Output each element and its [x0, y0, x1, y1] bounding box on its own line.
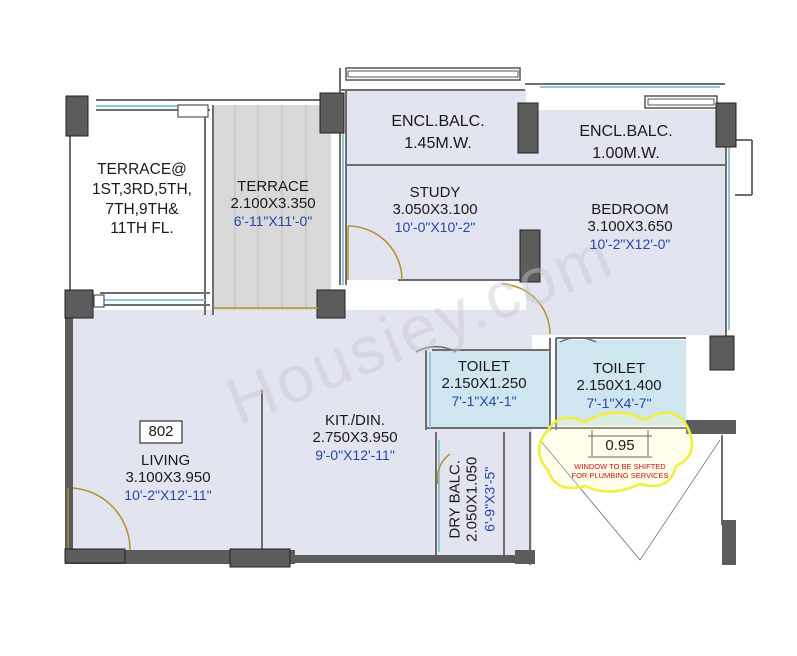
- study-name: STUDY: [409, 184, 461, 201]
- encl-balc-1-size: 1.45M.W.: [404, 134, 472, 152]
- living-size: 3.100X3.950: [125, 469, 211, 487]
- terrace-floors-line-3: 7TH,9TH&: [105, 200, 179, 218]
- window-box-3: [644, 95, 718, 109]
- unit-number: 802: [148, 423, 174, 440]
- window-shift-lines: [539, 439, 721, 561]
- toilet-1-label: TOILET 2.150X1.250 7'-1"X4'-1": [428, 358, 540, 409]
- kitchen-label: KIT./DIN. 2.750X3.950 9'-0"X12'-11": [290, 412, 420, 463]
- encl-balc-1-label: ENCL.BALC. 1.45M.W.: [368, 111, 508, 154]
- terrace-label: TERRACE 2.100X3.350 6'-11"X11'-0": [213, 178, 333, 229]
- encl-balc-2-size: 1.00M.W.: [592, 144, 660, 162]
- study-imperial: 10'-0"X10'-2": [394, 218, 476, 235]
- highlight-cloud: [537, 411, 694, 493]
- bedroom-imperial: 10'-2"X12'-0": [589, 235, 671, 252]
- terrace-floors-line-1: TERRACE@: [97, 161, 187, 178]
- dry-balcony-size: 2.050X1.050: [463, 456, 481, 542]
- toilet-2-size: 2.150X1.400: [576, 377, 662, 395]
- terrace-fill: [213, 105, 331, 310]
- window-note-line-1: WINDOW TO BE SHIFTED: [574, 462, 666, 471]
- toilet-2-imperial: 7'-1"X4'-7": [586, 394, 652, 411]
- window-note: WINDOW TO BE SHIFTED FOR PLUMBING SERVIC…: [555, 462, 685, 481]
- toilet-1-size: 2.150X1.250: [441, 375, 527, 393]
- window-box-4: [647, 98, 715, 106]
- window-box-2: [347, 70, 519, 78]
- dry-balcony-label: DRY BALC. 2.050X1.050 6'-9"X3'-5": [447, 439, 498, 559]
- toilet-doors: [415, 336, 597, 353]
- window-dimension: [588, 430, 652, 458]
- dry-balcony-name: DRY BALC.: [446, 459, 464, 539]
- terrace-imperial: 6'-11"X11'-0": [233, 212, 313, 229]
- encl-balc-2-label: ENCL.BALC. 1.00M.W.: [556, 121, 696, 164]
- terrace-floors-line-2: 1ST,3RD,5TH,: [92, 180, 192, 198]
- terrace-name: TERRACE: [237, 178, 309, 195]
- living-imperial: 10'-2"X12'-11": [124, 486, 212, 503]
- kitchen-size: 2.750X3.950: [312, 429, 398, 447]
- bedroom-size: 3.100X3.650: [587, 218, 673, 236]
- living-name: LIVING: [141, 452, 191, 469]
- bedroom-name: BEDROOM: [591, 201, 669, 218]
- door-swings: [67, 225, 551, 551]
- thin-walls: [69, 68, 753, 565]
- toilet-2-label: TOILET 2.150X1.400 7'-1"X4'-7": [560, 360, 678, 411]
- toilet-2-name: TOILET: [592, 360, 646, 377]
- study-fill: [346, 90, 526, 280]
- terrace-deck: [234, 105, 307, 310]
- columns: [64, 92, 737, 568]
- terrace-size: 2.100X3.350: [230, 195, 316, 213]
- dry-balcony-imperial: 6'-9"X3'-5": [481, 466, 498, 532]
- window-box-1: [345, 67, 521, 81]
- window-dimension-label: 0.95: [605, 437, 635, 454]
- study-label: STUDY 3.050X3.100 10'-0"X10'-2": [370, 184, 500, 235]
- kitchen-name: KIT./DIN.: [324, 412, 385, 429]
- terrace-floors-label: TERRACE@ 1ST,3RD,5TH, 7TH,9TH& 11TH FL.: [82, 160, 202, 239]
- window-note-line-2: FOR PLUMBING SERVICES: [571, 471, 669, 481]
- encl-balc-1-name: ENCL.BALC.: [391, 113, 485, 130]
- terrace-floors-line-4: 11TH FL.: [110, 220, 174, 238]
- encl-balc-2-name: ENCL.BALC.: [579, 123, 673, 140]
- window-box-6: [93, 294, 105, 308]
- toilet-1-imperial: 7'-1"X4'-1": [451, 392, 517, 409]
- dry-balcony-fill: [440, 434, 504, 554]
- toilet-1-name: TOILET: [457, 358, 511, 375]
- living-label: LIVING 3.100X3.950 10'-2"X12'-11": [103, 452, 233, 503]
- window-box-5: [177, 104, 209, 118]
- bedroom-fill: [526, 110, 726, 335]
- unit-number-box: [139, 420, 183, 444]
- bedroom-label: BEDROOM 3.100X3.650 10'-2"X12'-0": [565, 201, 695, 252]
- kitchen-imperial: 9'-0"X12'-11": [315, 446, 395, 463]
- toilet-1-fill: [432, 350, 550, 428]
- study-size: 3.050X3.100: [392, 201, 478, 219]
